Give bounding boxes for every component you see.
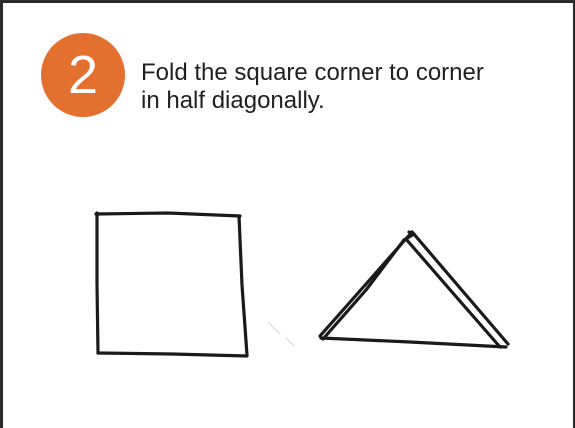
instruction-line-1: Fold the square corner to corner [141,59,484,86]
step-instruction: Fold the square corner to corner in half… [141,59,541,115]
step-number-badge: 2 [41,33,125,117]
step-number: 2 [67,45,99,105]
square-drawing [94,211,249,358]
fold-hint-mark [267,321,295,347]
instruction-line-2: in half diagonally. [141,87,325,114]
triangle-drawing [318,230,510,349]
